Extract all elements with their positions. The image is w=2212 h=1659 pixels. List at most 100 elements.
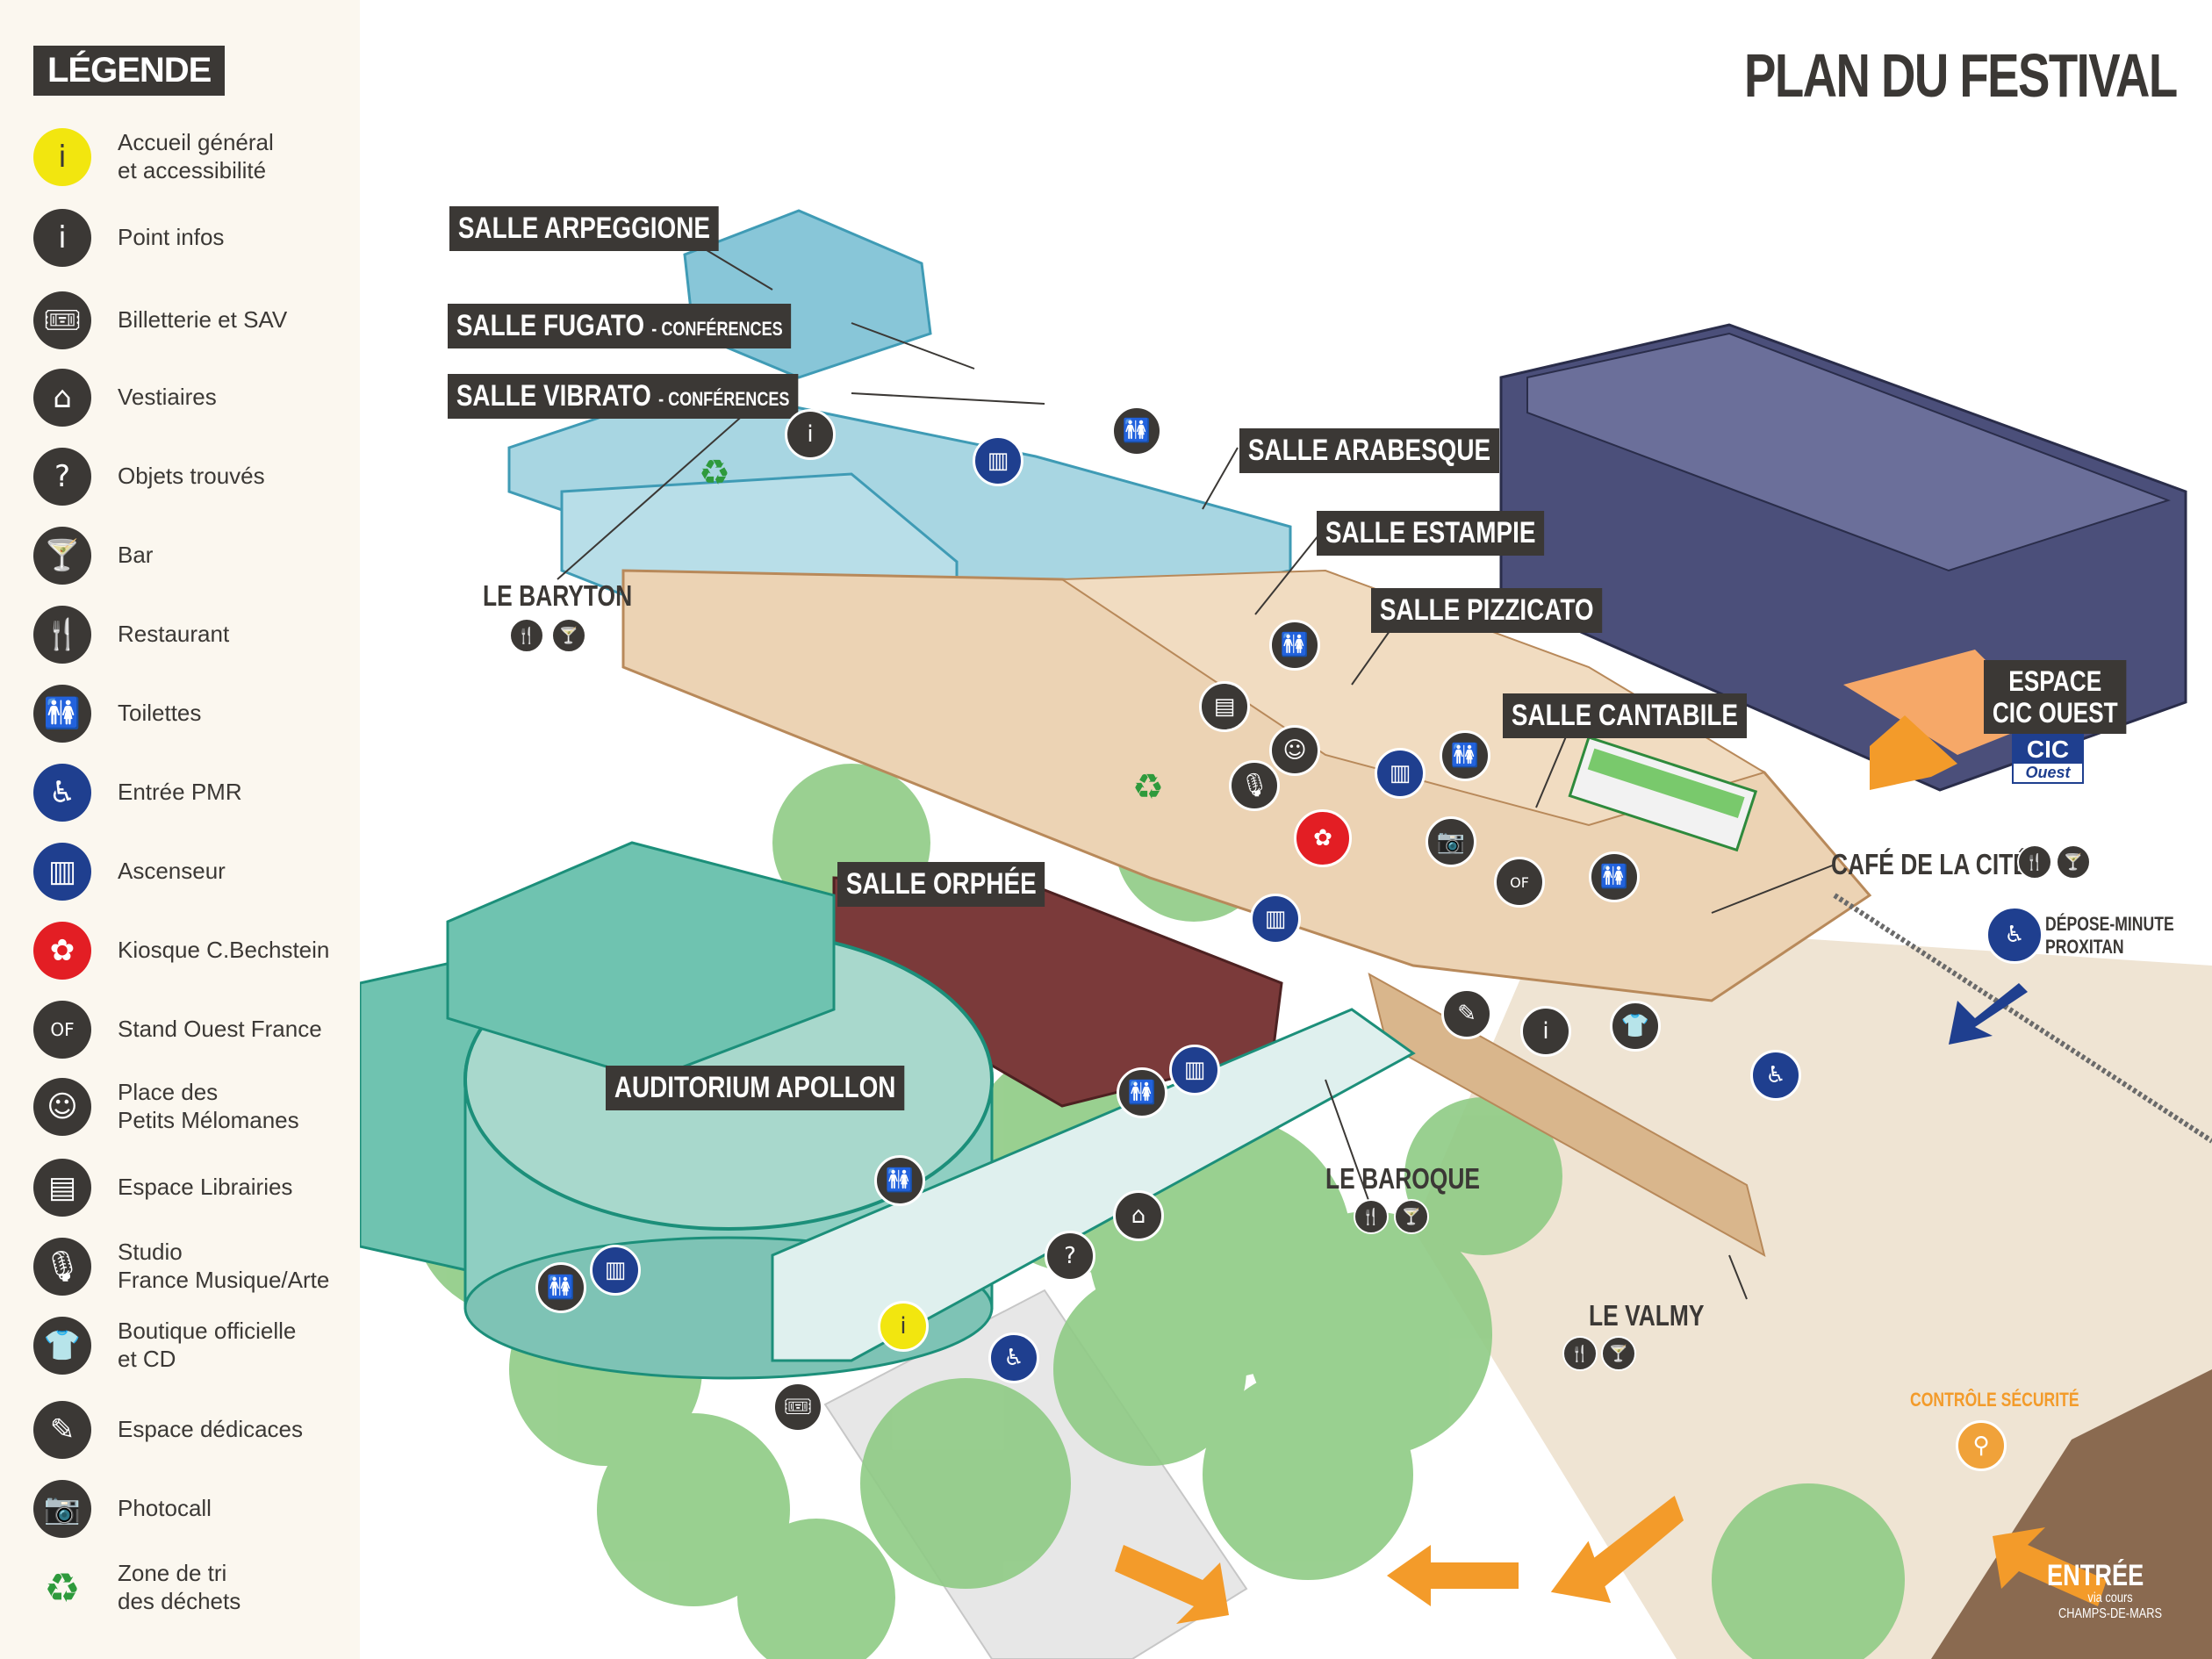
lost-box-icon: ?: [33, 448, 91, 506]
room-label-arabesque: SALLE ARABESQUE: [1239, 428, 1499, 473]
legend-item: 🍸Bar: [33, 527, 358, 597]
cocktail-icon: 🍸: [1601, 1336, 1636, 1371]
legend-label: Entrée PMR: [118, 779, 242, 805]
security-bag-icon: ⚲: [1956, 1420, 2007, 1471]
toilets-icon: 🚻: [1117, 1067, 1167, 1118]
fence: [1833, 893, 2212, 1144]
cutlery-icon: 🍴: [1354, 1199, 1389, 1234]
legend-label: Point infos: [118, 224, 225, 250]
toilets-icon: 🚻: [1589, 851, 1640, 902]
microphone-icon: 🎙: [1229, 760, 1280, 811]
camera-icon: 📷: [33, 1480, 91, 1538]
hanger-icon: ⌂: [33, 369, 91, 427]
legend-title: LÉGENDE: [33, 46, 226, 96]
legend-item: 🎟 Billetterie et SAV: [33, 291, 358, 362]
hanger-icon: ⌂: [1113, 1190, 1164, 1241]
place-label-baroque: LE BAROQUE: [1325, 1162, 1481, 1195]
legend-item: 🍴Restaurant: [33, 606, 358, 676]
cic-roof: [1526, 332, 2172, 572]
children-icon: ☺: [1269, 725, 1320, 776]
elevator-icon: ▥: [590, 1245, 641, 1296]
legend-label: Espace Librairies: [118, 1174, 293, 1200]
room-label-orphee: SALLE ORPHÉE: [837, 862, 1045, 907]
ouest-france-icon: OF: [1494, 857, 1545, 908]
ouest-france-icon: OF: [33, 1001, 91, 1059]
legend-label: Billetterie et SAV: [118, 306, 288, 333]
blue-arrow: [1949, 983, 2028, 1045]
room-label-apollon: AUDITORIUM APOLLON: [606, 1066, 905, 1110]
toilets-icon: 🚻: [1269, 620, 1320, 671]
cocktail-icon: 🍸: [1394, 1199, 1429, 1234]
wheelchair-icon: ♿: [1986, 906, 2043, 964]
cutlery-icon: 🍴: [2017, 844, 2052, 880]
room-label-cantabile: SALLE CANTABILE: [1503, 693, 1747, 738]
legend-label: Toilettes: [118, 700, 202, 726]
valmy-wing: [1368, 973, 1766, 1257]
toilets-icon: 🚻: [33, 685, 91, 743]
toilets-icon: 🚻: [1111, 406, 1162, 456]
cocktail-icon: 🍸: [33, 527, 91, 585]
place-label-valmy: LE VALMY: [1589, 1299, 1705, 1332]
cocktail-icon: 🍸: [551, 618, 586, 653]
elevator-icon: ▥: [33, 843, 91, 901]
legend-item: 📷Photocall: [33, 1480, 358, 1550]
legend-label: Vestiaires: [118, 384, 217, 410]
legend-item: ⌂ Vestiaires: [33, 369, 358, 439]
wheelchair-icon: ♿: [33, 764, 91, 822]
legend-item: ? Objets trouvés: [33, 448, 358, 518]
kiosk-icon: ✿: [1294, 809, 1352, 867]
elevator-icon: ▥: [1250, 894, 1301, 944]
place-label-cafe: CAFÉ DE LA CITÉ: [1831, 848, 2029, 880]
legend-item: ✎Espace dédicaces: [33, 1401, 358, 1471]
kiosk-icon: ✿: [33, 922, 91, 980]
lost-box-icon: ?: [1045, 1231, 1095, 1282]
page-title: PLAN DU FESTIVAL: [1744, 41, 2178, 110]
children-icon: ☺: [33, 1078, 91, 1136]
legend-item: 🚻 Toilettes: [33, 685, 358, 755]
ground-plaza: [1413, 922, 2212, 1659]
cocktail-icon: 🍸: [2056, 844, 2091, 880]
toilets-icon: 🚻: [535, 1262, 586, 1313]
legend-label: Restaurant: [118, 621, 230, 647]
recycle-icon: ♻: [44, 1564, 81, 1612]
info-icon: i: [33, 128, 91, 186]
camera-icon: 📷: [1426, 816, 1476, 867]
recycle-icon: ♻: [699, 454, 730, 492]
microphone-icon: 🎙: [33, 1238, 91, 1296]
toilets-icon: 🚻: [874, 1155, 925, 1206]
bus: [1568, 736, 1758, 852]
legend-label: Kiosque C.Bechstein: [118, 937, 330, 963]
wheelchair-icon: ♿: [1750, 1050, 1801, 1101]
elevator-icon: ▥: [1169, 1045, 1220, 1095]
wheelchair-icon: ♿: [988, 1332, 1039, 1383]
elevator-icon: ▥: [1375, 748, 1426, 799]
info-point-icon: i: [785, 409, 836, 460]
signing-icon: ✎: [33, 1401, 91, 1459]
auditorium-tower: [446, 841, 836, 1081]
room-label-arpeggione: SALLE ARPEGGIONE: [449, 206, 719, 251]
tshirt-icon: 👕: [33, 1317, 91, 1375]
legend-item: ✿ Kiosque C.Bechstein: [33, 922, 358, 992]
orange-arrows: [1115, 715, 2107, 1624]
ticket-icon: 🎟: [33, 291, 91, 349]
signing-icon: ✎: [1441, 988, 1492, 1039]
legend-item: ▥Ascenseur: [33, 843, 358, 913]
cutlery-icon: 🍴: [1562, 1336, 1598, 1371]
legend-label: Objets trouvés: [118, 463, 265, 489]
recycle-icon: ♻: [1132, 768, 1164, 807]
tshirt-icon: 👕: [1610, 1001, 1661, 1052]
place-label-baryton: LE BARYTON: [483, 579, 633, 612]
cutlery-icon: 🍴: [509, 618, 544, 653]
legend-item: ▤Espace Librairies: [33, 1159, 358, 1229]
